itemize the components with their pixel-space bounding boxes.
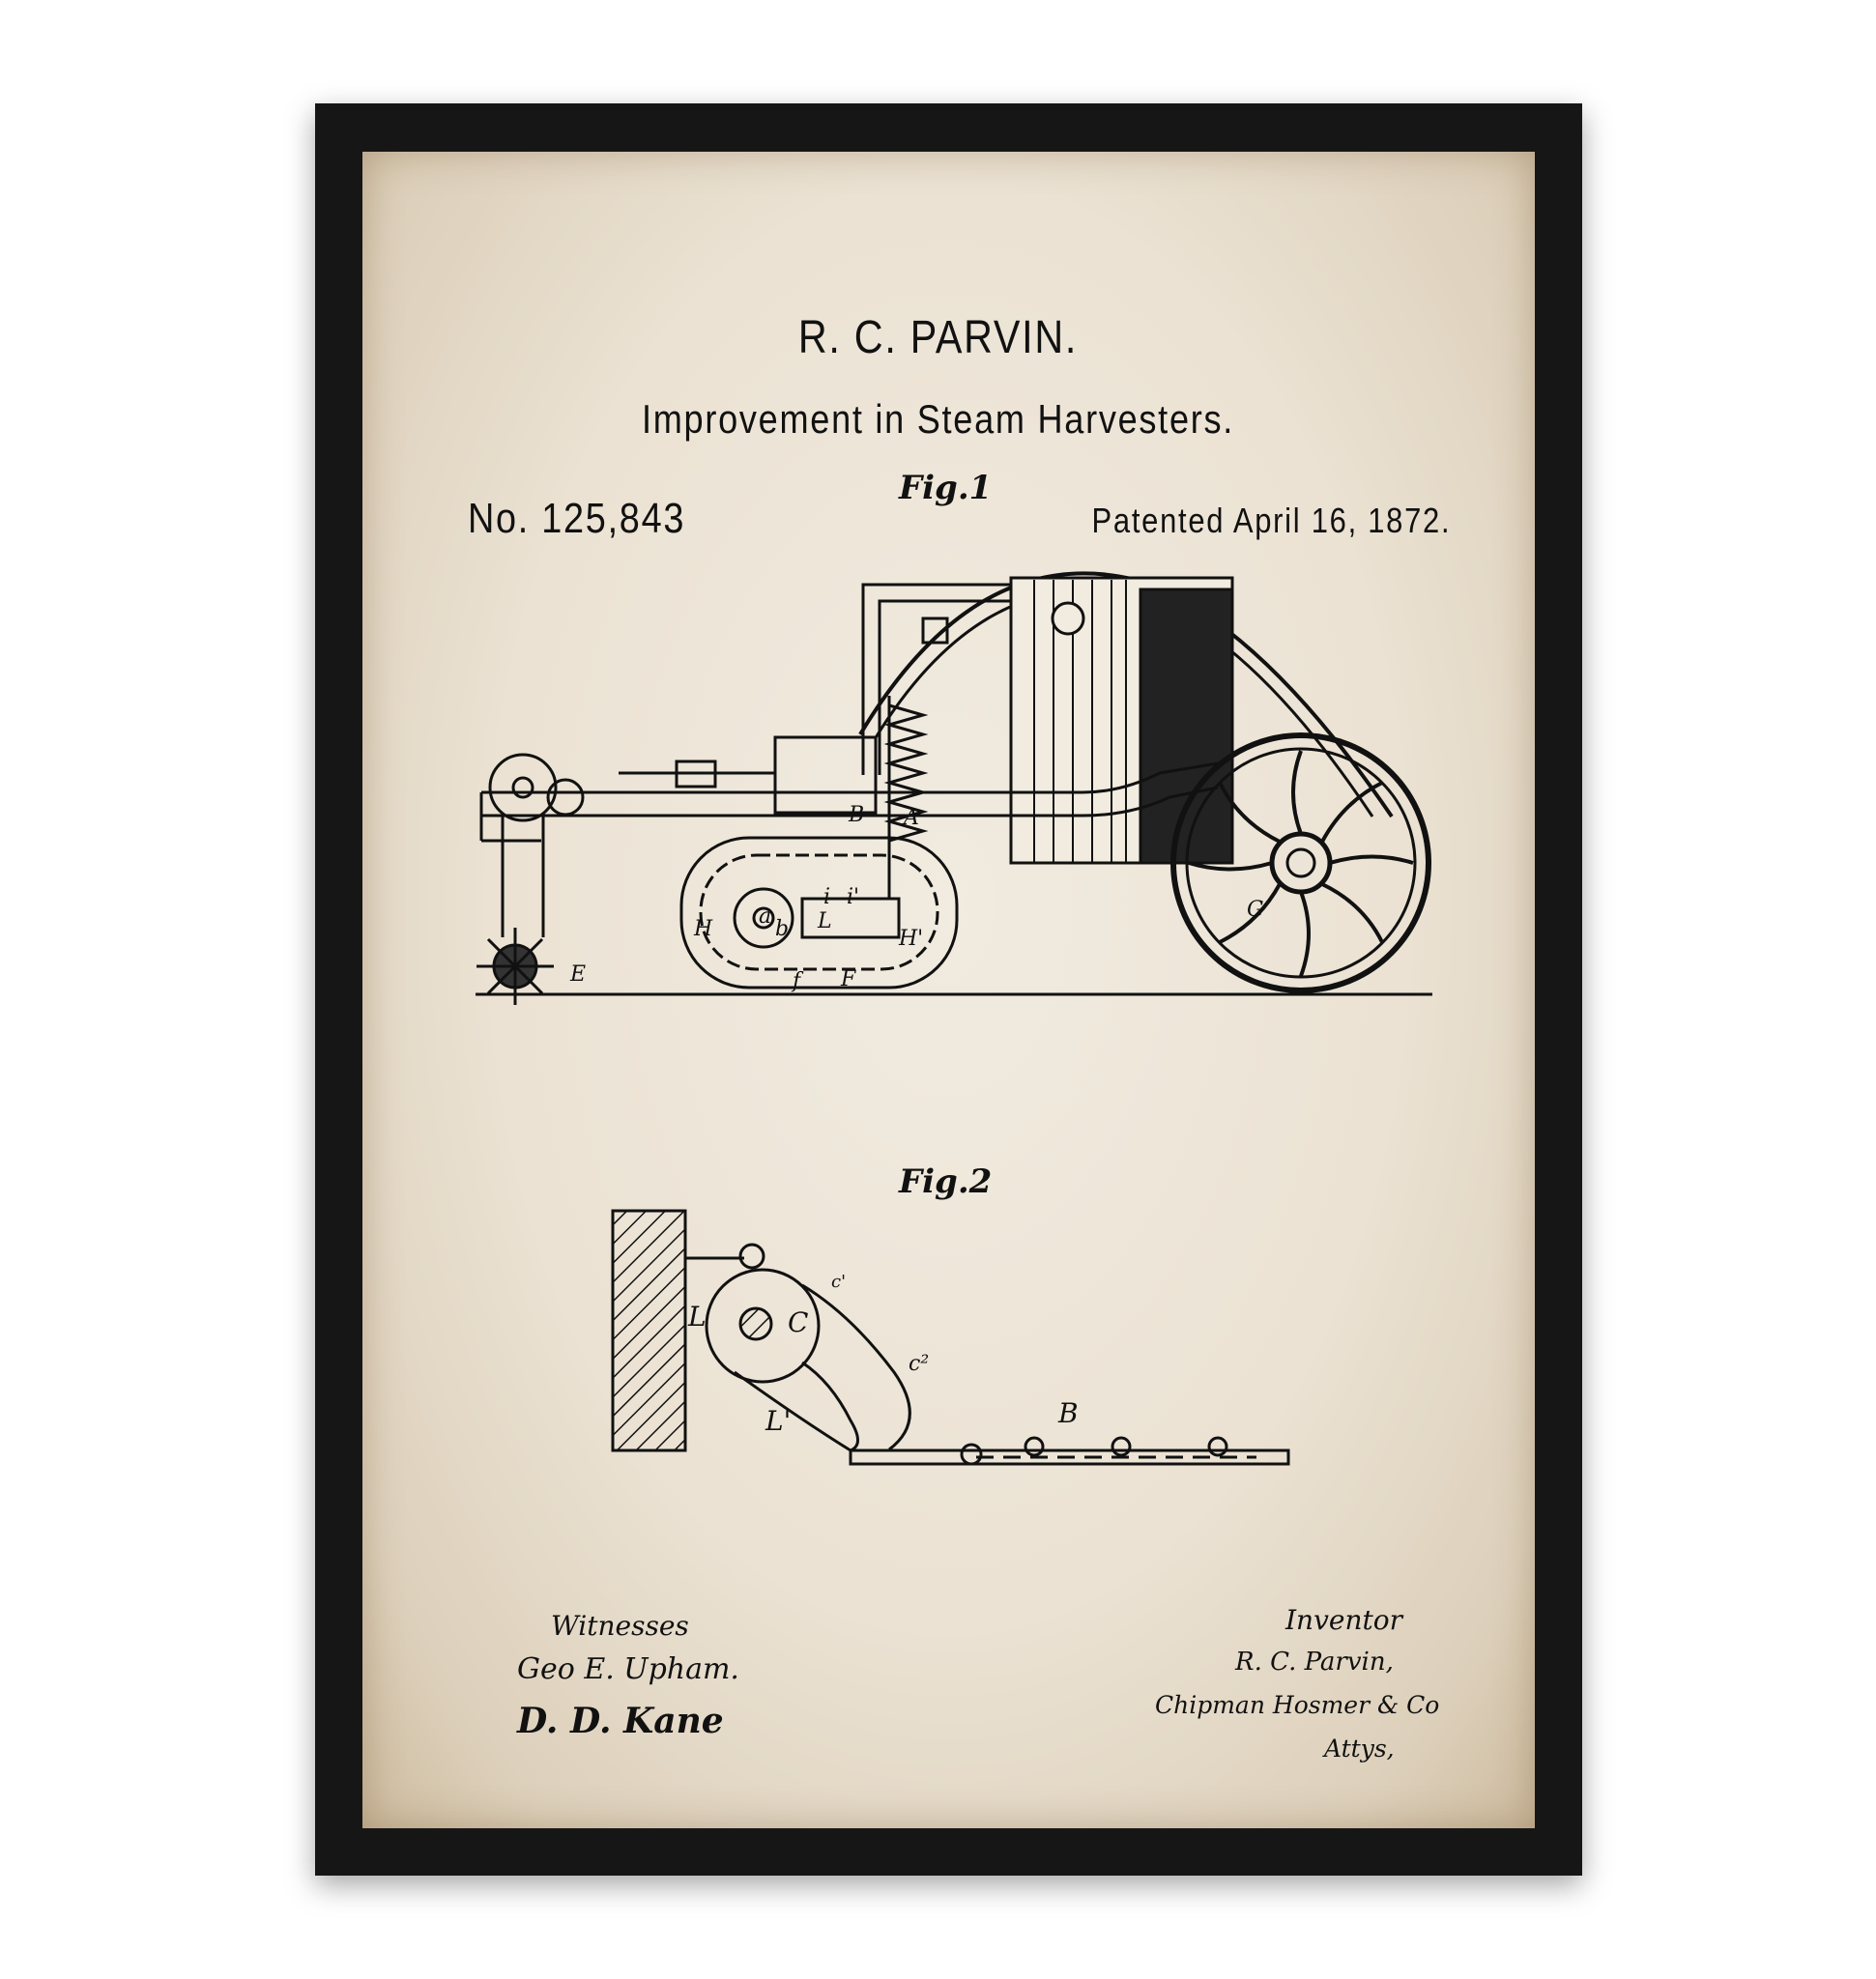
attorneys-signature: Chipman Hosmer & Co	[1155, 1691, 1440, 1719]
witnesses-label: Witnesses	[551, 1610, 689, 1642]
svg-text:c²: c²	[909, 1352, 929, 1376]
svg-text:E: E	[569, 962, 586, 987]
svg-text:a: a	[759, 904, 771, 929]
svg-text:L: L	[817, 909, 832, 933]
patent-paper	[362, 152, 1535, 1828]
svg-text:C: C	[788, 1306, 808, 1338]
svg-text:L': L'	[765, 1405, 791, 1437]
svg-text:B: B	[848, 803, 864, 827]
patent-title: Improvement in Steam Harvesters.	[641, 396, 1235, 442]
inventor-signature: R. C. Parvin,	[1235, 1648, 1394, 1677]
svg-text:i': i'	[847, 885, 859, 909]
patent-date: Patented April 16, 1872.	[1091, 501, 1451, 540]
inventor-label: Inventor	[1285, 1604, 1403, 1636]
svg-text:H': H'	[898, 927, 923, 951]
svg-text:H: H	[693, 917, 713, 941]
svg-text:A: A	[902, 806, 919, 830]
fig2-cutter-detail-drawing: L Cc' c² L' B	[611, 1209, 1290, 1466]
svg-text:G: G	[1247, 898, 1264, 922]
svg-text:F: F	[840, 967, 856, 991]
attorneys-suffix: Attys,	[1324, 1735, 1395, 1763]
svg-text:B: B	[1057, 1397, 1079, 1429]
svg-text:L: L	[687, 1301, 707, 1333]
fig1-label: Fig.1	[899, 469, 993, 507]
fig2-label: Fig.2	[899, 1162, 993, 1201]
svg-text:f: f	[791, 969, 804, 993]
svg-text:b: b	[775, 917, 789, 941]
svg-text:c': c'	[831, 1272, 846, 1292]
witness-signature-2: D. D. Kane	[517, 1701, 724, 1741]
inventor-heading: R. C. PARVIN.	[797, 312, 1079, 363]
svg-text:i: i	[823, 885, 830, 909]
fig1-steam-harvester-drawing: A B E F G H H' ab Li i' f	[476, 571, 1432, 1005]
patent-number: No. 125,843	[468, 495, 686, 542]
witness-signature-1: Geo E. Upham.	[517, 1652, 739, 1686]
